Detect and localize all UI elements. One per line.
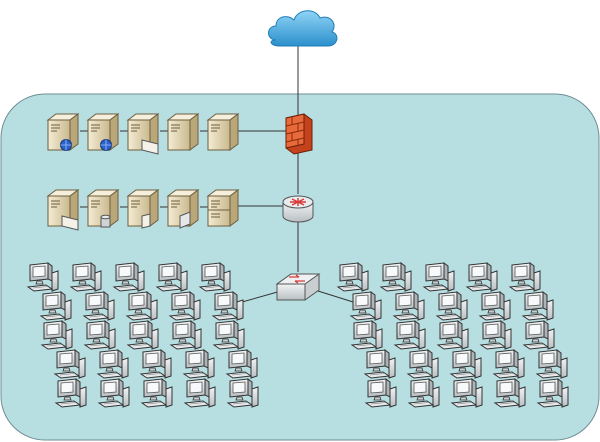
workstation-icon	[182, 349, 215, 379]
server-icon	[86, 189, 120, 228]
workstation-icon	[521, 291, 554, 321]
server-icon	[46, 189, 80, 231]
workstation-icon	[39, 291, 72, 321]
workstation-icon	[40, 320, 73, 350]
workstation-icon	[53, 349, 86, 379]
workstation-icon	[492, 349, 525, 379]
workstation-icon	[392, 291, 425, 321]
workstation-icon	[125, 291, 158, 321]
workstation-icon	[140, 378, 173, 408]
workstation-icon	[349, 291, 382, 321]
workstation-icon	[168, 291, 201, 321]
workstation-icon	[436, 320, 469, 350]
servers	[46, 113, 240, 231]
workstation-icon	[465, 262, 498, 292]
workstation-icon	[226, 378, 259, 408]
server-icon	[166, 189, 200, 229]
server-icon	[46, 113, 80, 151]
workstation-icon	[336, 262, 369, 292]
server-icon	[126, 189, 160, 229]
workstation-icon	[26, 262, 59, 292]
workstation-icon	[493, 378, 526, 408]
workstation-icon	[393, 320, 426, 350]
workstation-icon	[169, 320, 202, 350]
workstation-icon	[449, 349, 482, 379]
workstation-icon	[82, 291, 115, 321]
workstation-icon	[350, 320, 383, 350]
firewall-icon	[285, 113, 313, 155]
server-icon	[86, 113, 120, 151]
server-icon	[206, 113, 240, 151]
cloud-icon	[268, 10, 338, 47]
workstation-icon	[139, 349, 172, 379]
workstation-icon	[422, 262, 455, 292]
workstation-icon	[435, 291, 468, 321]
router-icon	[282, 195, 314, 223]
server-icon	[126, 113, 160, 155]
workstations	[26, 262, 569, 408]
workstation-icon	[522, 320, 555, 350]
workstation-icon	[155, 262, 188, 292]
workstation-icon	[112, 262, 145, 292]
workstation-icon	[97, 378, 130, 408]
workstation-icon	[183, 378, 216, 408]
workstation-icon	[535, 349, 568, 379]
switch-icon	[275, 273, 321, 301]
workstation-icon	[478, 291, 511, 321]
workstation-icon	[83, 320, 116, 350]
workstation-icon	[198, 262, 231, 292]
workstation-icon	[54, 378, 87, 408]
workstation-icon	[225, 349, 258, 379]
workstation-icon	[211, 291, 244, 321]
workstation-icon	[479, 320, 512, 350]
workstation-icon	[363, 349, 396, 379]
workstation-icon	[96, 349, 129, 379]
workstation-icon	[450, 378, 483, 408]
server-icon	[166, 113, 200, 151]
workstation-icon	[126, 320, 159, 350]
workstation-icon	[508, 262, 541, 292]
workstation-icon	[379, 262, 412, 292]
workstation-icon	[536, 378, 569, 408]
workstation-icon	[212, 320, 245, 350]
workstation-icon	[407, 378, 440, 408]
workstation-icon	[364, 378, 397, 408]
workstation-icon	[69, 262, 102, 292]
workstation-icon	[406, 349, 439, 379]
server-icon	[206, 189, 240, 227]
